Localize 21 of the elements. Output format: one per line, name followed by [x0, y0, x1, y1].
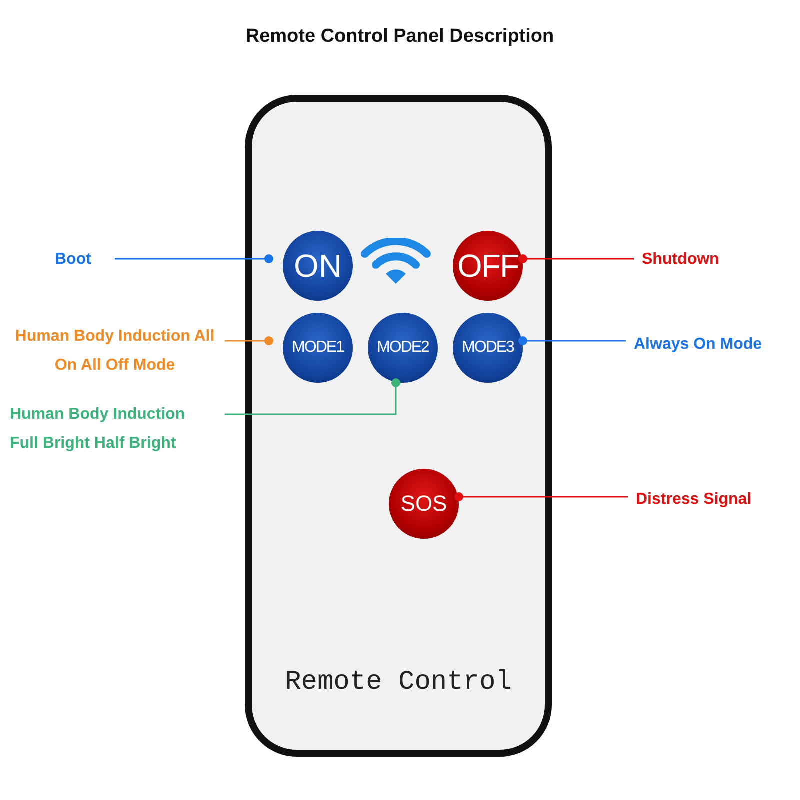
callout-label: Human Body Induction All On All Off Mode [15, 322, 215, 380]
leader-line [115, 254, 274, 264]
leader-line [518, 336, 626, 346]
callout-label: Shutdown [642, 245, 752, 274]
callout-label: Human Body Induction Full Bright Half Bright [10, 400, 215, 458]
diagram-title: Remote Control Panel Description [244, 26, 556, 48]
leader-line [454, 492, 628, 502]
remote-button: ON [283, 231, 353, 301]
remote-button: MODE2 [368, 313, 438, 383]
callout-label: Always On Mode [634, 330, 789, 359]
remote-button: MODE3 [453, 313, 523, 383]
leader-line [225, 336, 274, 346]
remote-button: SOS [389, 469, 459, 539]
callout-label: Boot [55, 245, 105, 274]
leader-line [225, 378, 400, 416]
callout-label: Distress Signal [636, 485, 786, 514]
remote-button: OFF [453, 231, 523, 301]
remote-control-body [245, 95, 552, 757]
remote-button: MODE1 [283, 313, 353, 383]
leader-line [518, 254, 634, 264]
device-label: Remote Control [284, 668, 513, 698]
